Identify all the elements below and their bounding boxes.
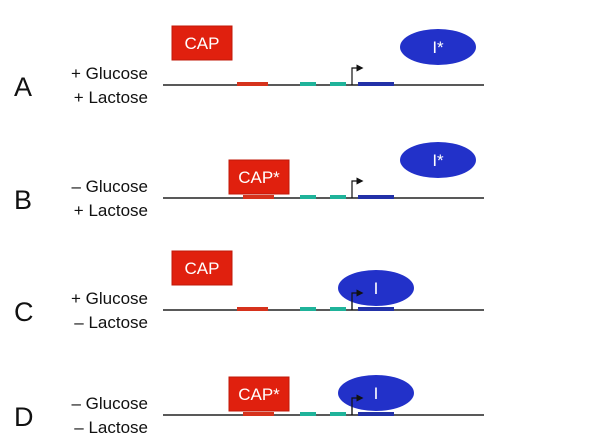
cap-protein-label: CAP [185, 259, 220, 278]
operator-site [358, 412, 394, 416]
lac-repressor-ellipse [338, 375, 414, 411]
promoter-box-right [330, 412, 346, 416]
glucose-condition: + Glucose [71, 289, 148, 308]
promoter-box-left [300, 82, 316, 86]
promoter-box-right [330, 195, 346, 199]
lac-repressor-ellipse [400, 142, 476, 178]
panel-d: D – Glucose – Lactose CAP* I [14, 375, 484, 437]
promoter-box-left [300, 195, 316, 199]
cap-binding-site [243, 195, 274, 199]
panel-letter: D [14, 402, 34, 432]
lactose-condition: – Lactose [74, 418, 148, 437]
lac-repressor-label: I* [432, 151, 444, 170]
transcription-start-arrow-icon [351, 177, 364, 198]
cap-protein-label: CAP* [238, 385, 280, 404]
lac-repressor-ellipse [338, 270, 414, 306]
promoter-box-right [330, 307, 346, 311]
cap-protein-box [171, 250, 233, 286]
promoter-box-right [330, 82, 346, 86]
cap-protein-box [171, 25, 233, 61]
cap-protein-box [228, 376, 290, 412]
glucose-condition: + Glucose [71, 64, 148, 83]
lac-repressor-ellipse [400, 29, 476, 65]
transcription-start-arrow-overlay-icon [351, 289, 364, 310]
promoter-box-left [300, 412, 316, 416]
cap-binding-site [243, 412, 274, 416]
cap-protein-label: CAP* [238, 168, 280, 187]
operator-site [358, 307, 394, 311]
promoter-box-left [300, 307, 316, 311]
lac-repressor-label: I [374, 384, 379, 403]
cap-binding-site [237, 307, 268, 311]
panel-c: C + Glucose – Lactose CAP I [14, 250, 484, 332]
glucose-condition: – Glucose [71, 394, 148, 413]
transcription-start-arrow-icon [351, 64, 364, 85]
operator-site [358, 195, 394, 199]
lac-repressor-label: I [374, 279, 379, 298]
cap-protein-box [228, 159, 290, 195]
lactose-condition: – Lactose [74, 313, 148, 332]
cap-protein-label: CAP [185, 34, 220, 53]
panel-letter: A [14, 72, 32, 102]
panel-a: A + Glucose + Lactose CAP I* [14, 25, 484, 107]
operator-site [358, 82, 394, 86]
panel-letter: B [14, 185, 32, 215]
cap-binding-site [237, 82, 268, 86]
lactose-condition: + Lactose [74, 201, 148, 220]
glucose-condition: – Glucose [71, 177, 148, 196]
panel-letter: C [14, 297, 34, 327]
panel-b: B – Glucose + Lactose CAP* I* [14, 142, 484, 220]
lac-repressor-label: I* [432, 38, 444, 57]
lactose-condition: + Lactose [74, 88, 148, 107]
transcription-start-arrow-overlay-icon [351, 394, 364, 415]
